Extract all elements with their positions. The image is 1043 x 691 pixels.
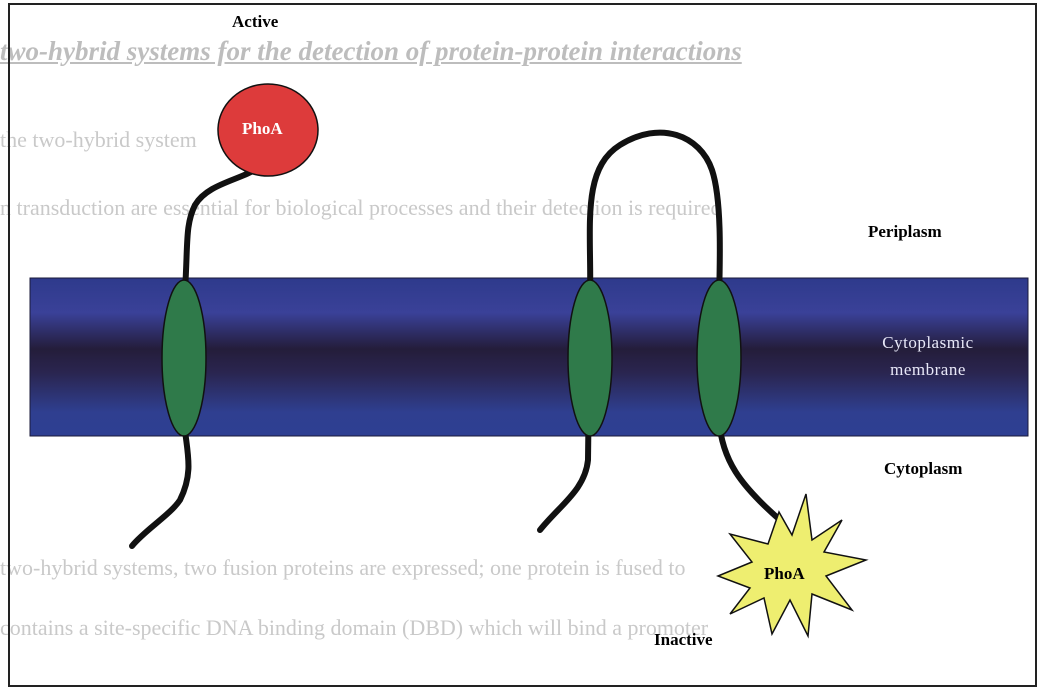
cytoplasm-label: Cytoplasm [884,459,962,479]
transmembrane-helix-middle [568,280,612,436]
membrane-label-line2: membrane [858,360,998,380]
phoa-inactive-label: PhoA [764,564,805,584]
inactive-label: Inactive [654,630,713,650]
membrane-label-line1: Cytoplasmic [858,333,998,353]
periplasm-label: Periplasm [868,222,942,242]
phoa-active-label: PhoA [242,119,283,139]
transmembrane-helix-left [162,280,206,436]
transmembrane-helix-right [697,280,741,436]
active-label: Active [232,12,278,32]
